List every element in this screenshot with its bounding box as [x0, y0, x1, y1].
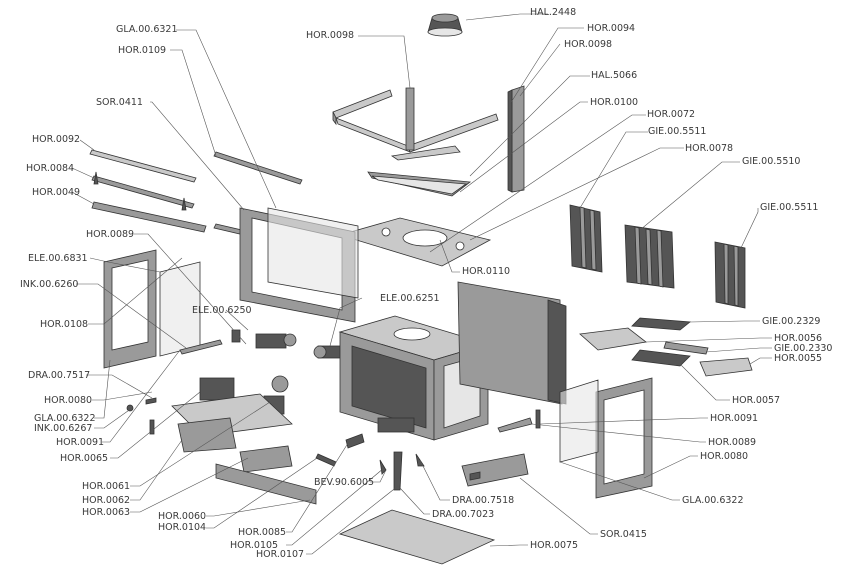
label-gla-6322-left: GLA.00.6322 — [34, 413, 96, 424]
part-side-door-left — [103, 249, 201, 369]
part-top-plate — [338, 217, 492, 267]
label-hor-0092: HOR.0092 — [32, 134, 80, 145]
label-hor-0060: HOR.0060 — [158, 511, 206, 522]
label-hor-0080-right: HOR.0080 — [700, 451, 748, 462]
label-hor-0105: HOR.0105 — [230, 540, 278, 551]
part-rail-0084 — [91, 171, 195, 211]
part-door-frame — [239, 207, 359, 323]
label-hor-0085: HOR.0085 — [238, 527, 286, 538]
label-hor-0062: HOR.0062 — [82, 495, 130, 506]
part-small-bits — [126, 397, 541, 491]
label-ele-6250: ELE.00.6250 — [192, 305, 252, 316]
label-hor-0089-left: HOR.0089 — [86, 229, 134, 240]
label-hor-0098: HOR.0098 — [564, 39, 612, 50]
part-convection-plate-right — [714, 241, 746, 309]
part-tube — [179, 339, 223, 355]
label-dra-7023: DRA.00.7023 — [432, 509, 494, 520]
label-hor-0049: HOR.0049 — [32, 187, 80, 198]
label-hor-0107: HOR.0107 — [256, 549, 304, 560]
label-hor-0104: HOR.0104 — [158, 522, 206, 533]
part-grate-0057 — [631, 349, 691, 367]
part-side-door-right — [559, 377, 653, 499]
label-hor-0110: HOR.0110 — [462, 266, 510, 277]
leader-lines — [71, 13, 772, 555]
part-firebox-body — [338, 315, 490, 441]
label-hor-0075: HOR.0075 — [530, 540, 578, 551]
label-hor-0065: HOR.0065 — [60, 453, 108, 464]
label-hor-0057: HOR.0057 — [732, 395, 780, 406]
part-convection-plate-center — [624, 224, 675, 289]
label-ele-6251: ELE.00.6251 — [380, 293, 440, 304]
label-hor-0108: HOR.0108 — [40, 319, 88, 330]
label-hor-0109: HOR.0109 — [118, 45, 166, 56]
label-gla-6322-right: GLA.00.6322 — [682, 495, 744, 506]
parts — [89, 13, 753, 565]
label-hor-0091-right: HOR.0091 — [710, 413, 758, 424]
part-labels: HAL.2448 HOR.0094 HOR.0098 HOR.0098 HAL.… — [20, 7, 832, 560]
label-sor-0411: SOR.0411 — [96, 97, 143, 108]
part-fan-unit-2 — [313, 345, 345, 359]
part-tube-2330 — [663, 341, 709, 355]
label-hor-0100: HOR.0100 — [590, 97, 638, 108]
label-hor-0078: HOR.0078 — [685, 143, 733, 154]
label-hal-2448: HAL.2448 — [530, 7, 576, 18]
label-hor-0084: HOR.0084 — [26, 163, 74, 174]
part-back-panel — [457, 281, 567, 405]
part-vertical-bar — [507, 85, 525, 193]
part-base-plate — [338, 509, 496, 565]
label-hor-0080-left: HOR.0080 — [44, 395, 92, 406]
label-hor-0055: HOR.0055 — [774, 353, 822, 364]
label-gie-5511-top: GIE.00.5511 — [648, 126, 706, 137]
label-sor-0415: SOR.0415 — [600, 529, 647, 540]
part-plate-0056 — [579, 327, 647, 351]
label-ink-6260: INK.00.6260 — [20, 279, 78, 290]
label-gie-2330: GIE.00.2330 — [774, 343, 832, 354]
label-bev-6005: BEV.90.6005 — [314, 477, 374, 488]
part-rail-0049 — [91, 201, 207, 233]
part-plate-0055 — [699, 357, 753, 377]
label-dra-7517: DRA.00.7517 — [28, 370, 90, 381]
label-hor-0098-top: HOR.0098 — [306, 30, 354, 41]
part-ash-tray — [461, 453, 529, 487]
part-bottom-tray — [171, 393, 293, 473]
label-hor-0061: HOR.0061 — [82, 481, 130, 492]
label-gie-5510: GIE.00.5510 — [742, 156, 800, 167]
label-gie-5511-right: GIE.00.5511 — [760, 202, 818, 213]
label-hor-0089-right: HOR.0089 — [708, 437, 756, 448]
label-ink-6267: INK.00.6267 — [34, 423, 92, 434]
label-gla-6321: GLA.00.6321 — [116, 24, 178, 35]
part-convection-plate-left — [569, 204, 603, 273]
part-fan-motor — [231, 329, 297, 349]
label-hor-0056: HOR.0056 — [774, 333, 822, 344]
part-plinth-strip — [215, 463, 317, 505]
label-hor-0072: HOR.0072 — [647, 109, 695, 120]
part-baffle-frame — [332, 87, 499, 197]
label-dra-7518: DRA.00.7518 — [452, 495, 514, 506]
label-hor-0091-left: HOR.0091 — [56, 437, 104, 448]
label-hal-5066: HAL.5066 — [591, 70, 637, 81]
label-gie-2329: GIE.00.2329 — [762, 316, 820, 327]
label-ele-6831: ELE.00.6831 — [28, 253, 88, 264]
label-hor-0063: HOR.0063 — [82, 507, 130, 518]
part-flue-collar — [427, 13, 463, 37]
part-grate-2329 — [631, 317, 692, 331]
part-rod-0092 — [89, 149, 197, 183]
label-hor-0094: HOR.0094 — [587, 23, 635, 34]
